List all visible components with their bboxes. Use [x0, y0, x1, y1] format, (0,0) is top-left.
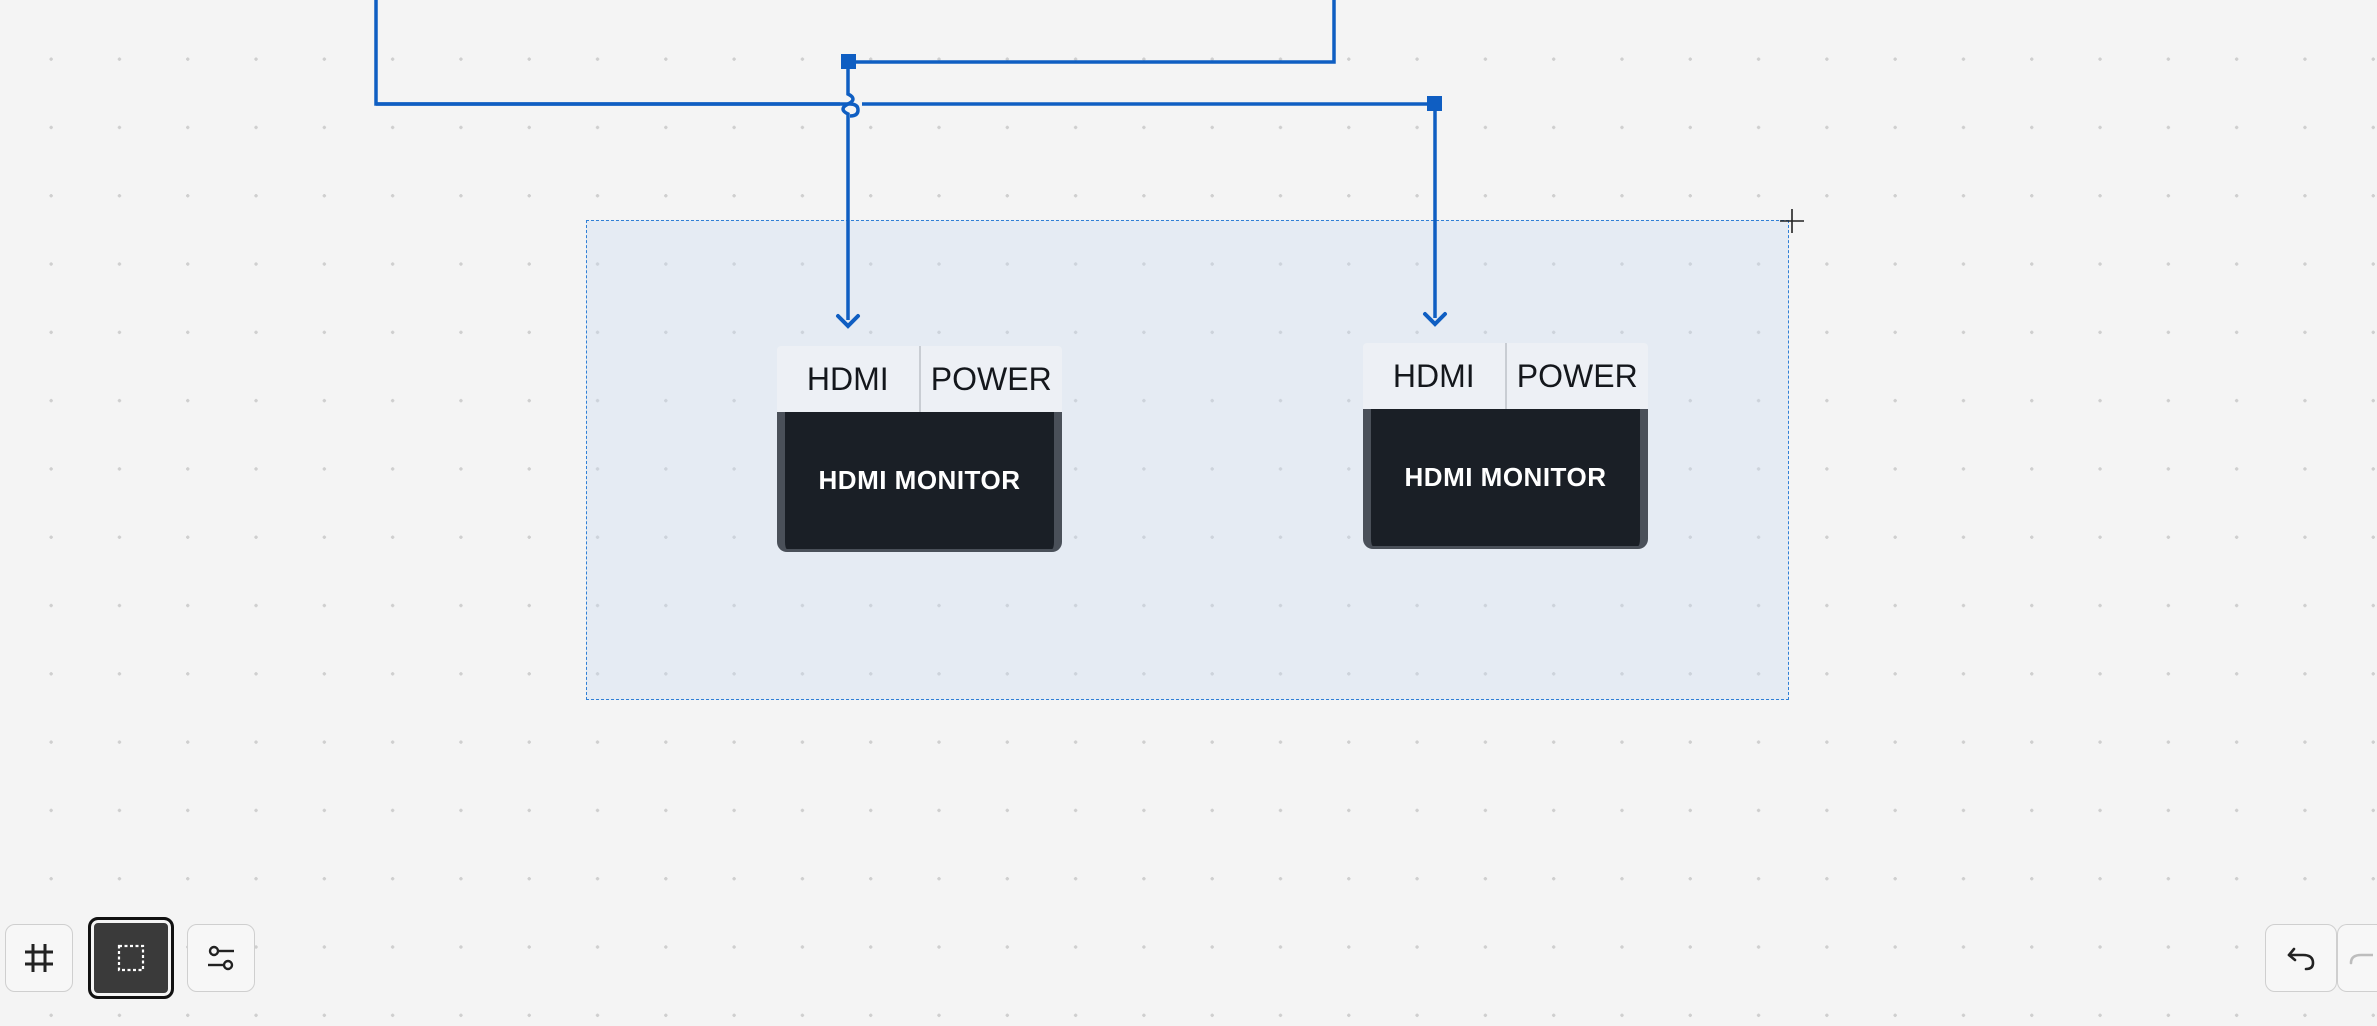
- monitor-body[interactable]: HDMI MONITOR: [777, 412, 1062, 552]
- settings-sliders-icon: [208, 945, 234, 971]
- grid-toggle-button[interactable]: [5, 924, 73, 992]
- monitor-body[interactable]: HDMI MONITOR: [1363, 409, 1648, 549]
- redo-button[interactable]: [2337, 924, 2377, 992]
- selection-marquee-icon: [117, 944, 145, 972]
- monitor-label: HDMI MONITOR: [1404, 462, 1607, 492]
- undo-button[interactable]: [2265, 924, 2337, 992]
- port-bar: HDMI POWER: [777, 346, 1062, 412]
- port-bar: HDMI POWER: [1363, 343, 1648, 409]
- redo-icon: [2349, 953, 2373, 965]
- hdmi-monitor-node[interactable]: HDMI POWER HDMI MONITOR: [777, 346, 1062, 552]
- crosshair-cursor-icon: [1780, 209, 1804, 233]
- port-hdmi[interactable]: HDMI: [1363, 343, 1507, 409]
- wire-hdmi-source[interactable]: [848, 0, 1336, 64]
- grid-hash-icon: [25, 944, 53, 972]
- settings-button[interactable]: [187, 924, 255, 992]
- junction-handle-right[interactable]: [1427, 96, 1442, 111]
- select-tool-button[interactable]: [88, 917, 174, 999]
- junction-handle-left[interactable]: [841, 54, 856, 69]
- undo-icon: [2287, 947, 2315, 971]
- port-power[interactable]: POWER: [930, 360, 1052, 397]
- port-power[interactable]: POWER: [1516, 357, 1638, 394]
- port-hdmi[interactable]: HDMI: [777, 346, 921, 412]
- wire-power-source[interactable]: [374, 0, 860, 118]
- monitor-label: HDMI MONITOR: [818, 465, 1021, 495]
- hdmi-monitor-node[interactable]: HDMI POWER HDMI MONITOR: [1363, 343, 1648, 549]
